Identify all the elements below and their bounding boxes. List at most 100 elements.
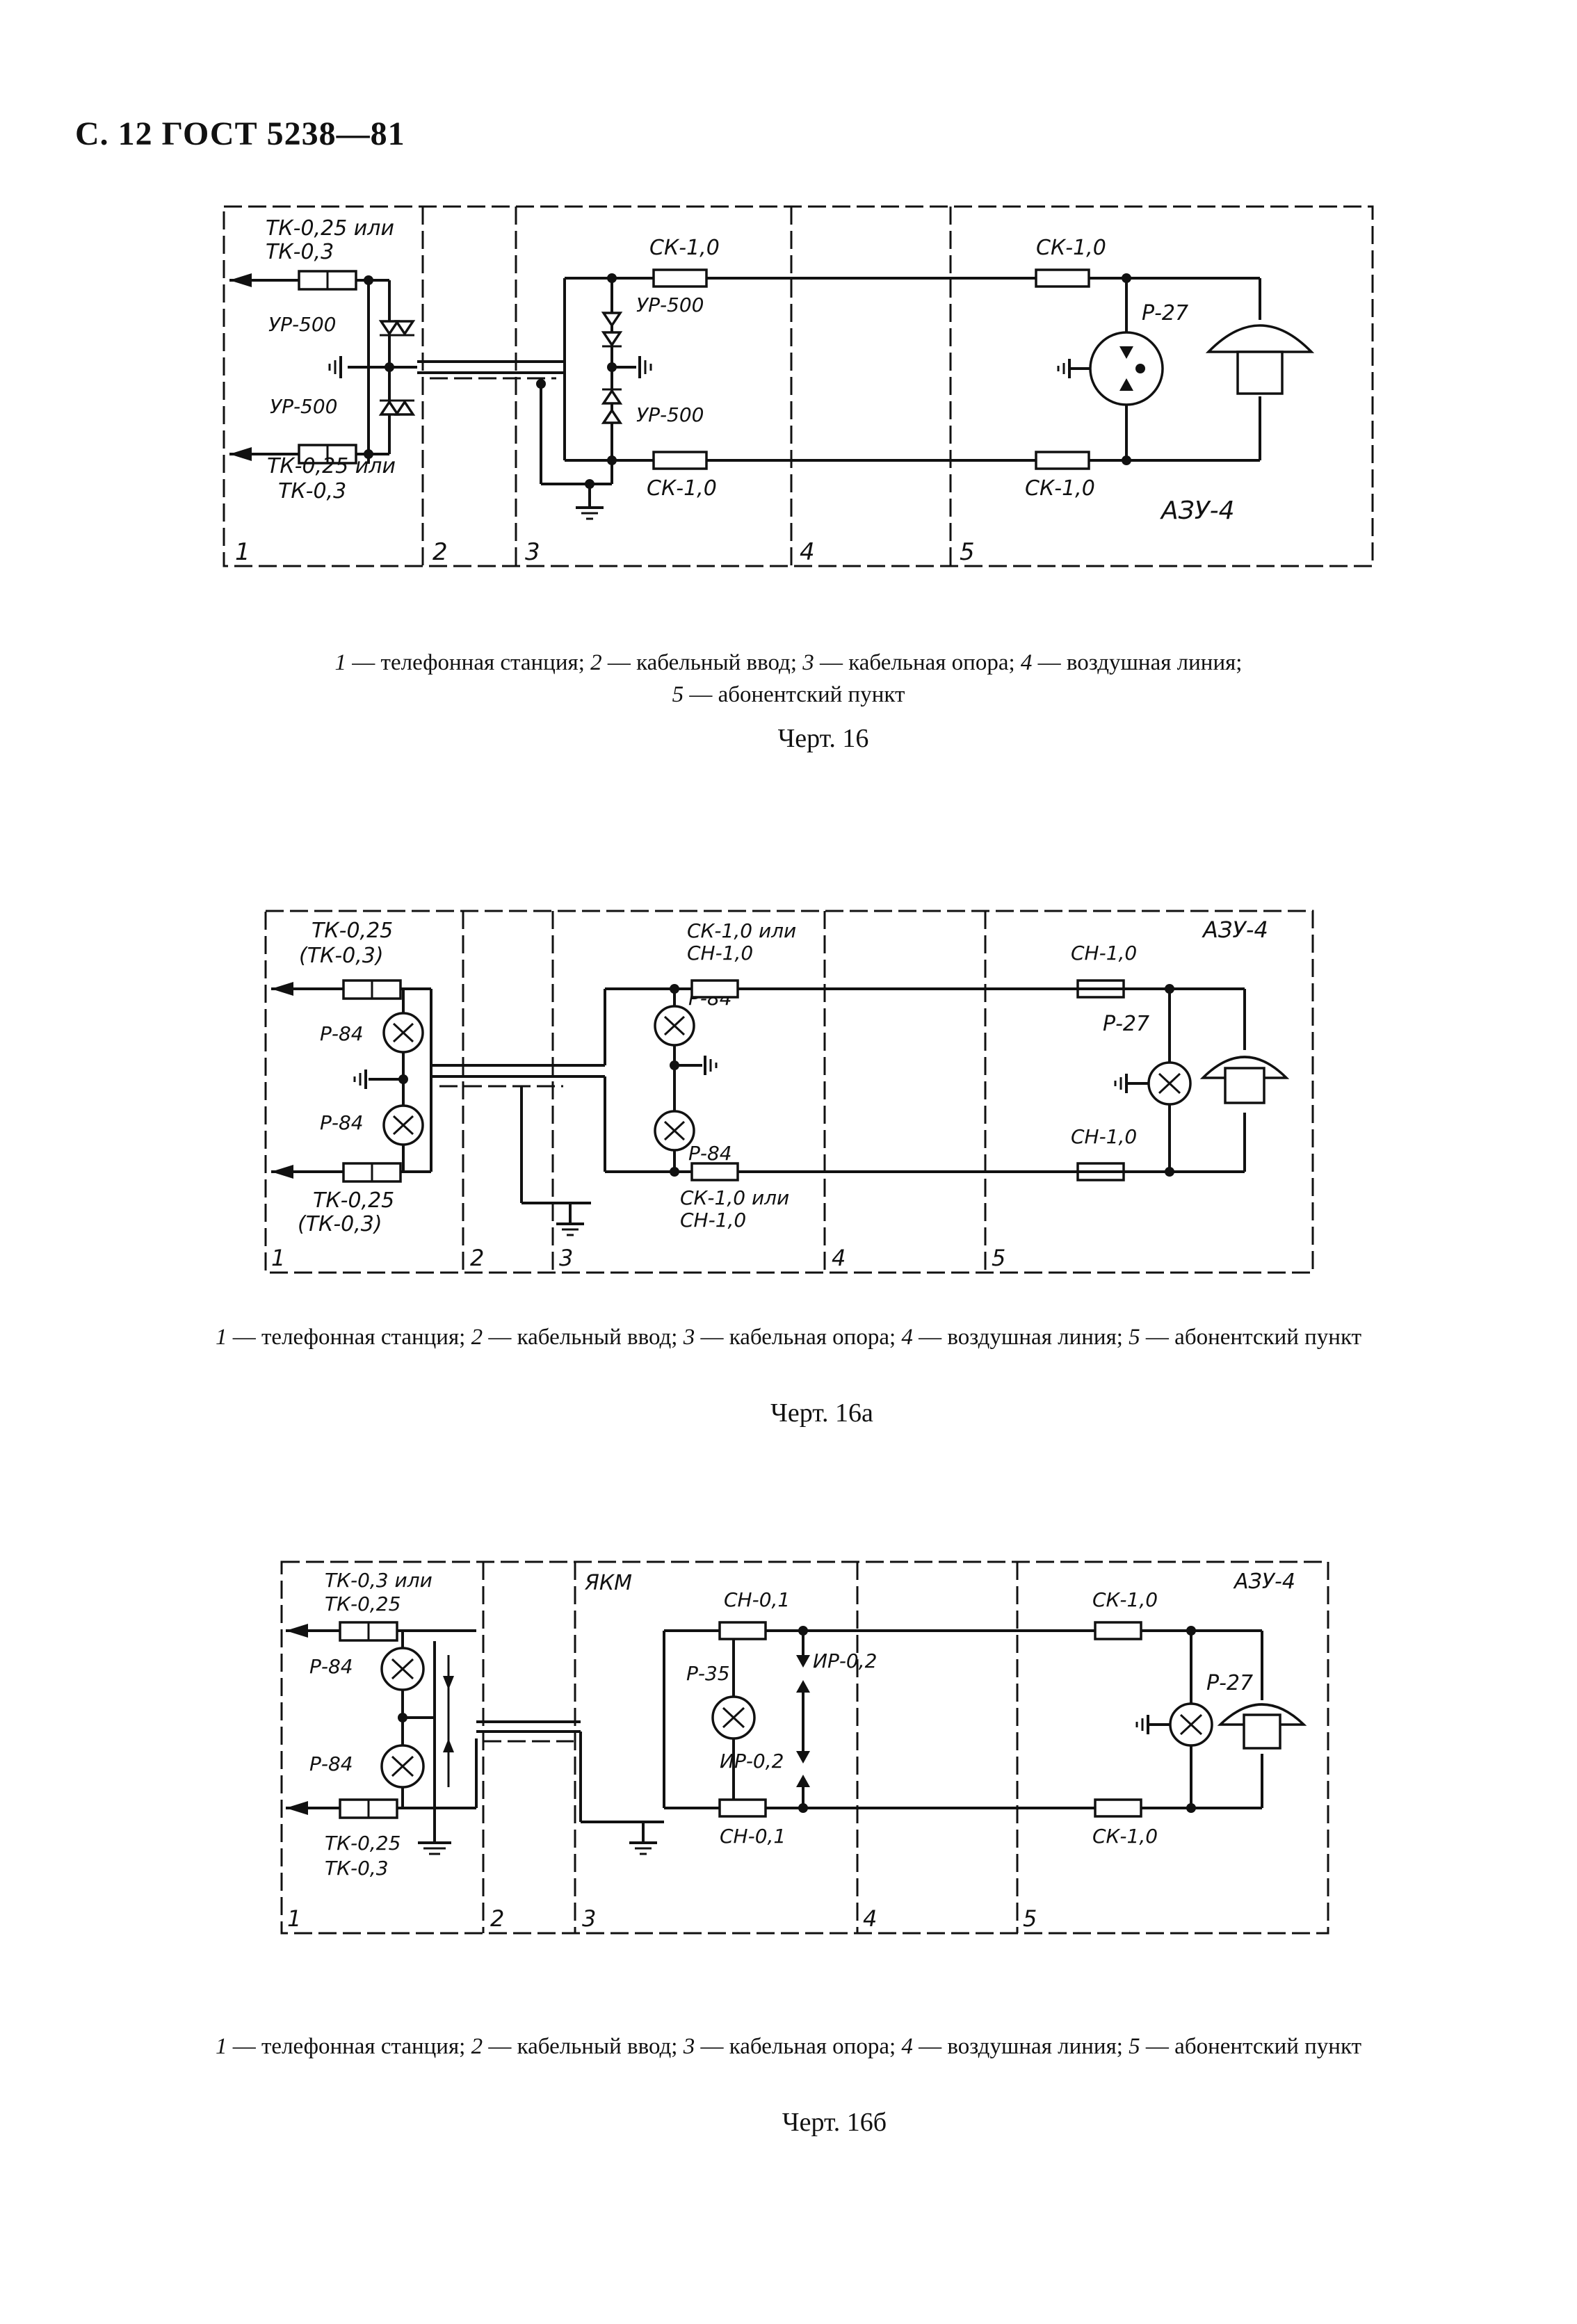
- gap-arrester-icon: [796, 1680, 810, 1693]
- figure-title: Черт. 16б: [782, 2108, 887, 2137]
- label-r27: Р-27: [1206, 1671, 1253, 1695]
- discharger-icon: [378, 399, 401, 416]
- label-tk: ТК-0,25: [312, 919, 393, 943]
- gap-arrester-icon: [796, 1751, 810, 1764]
- arrow-left-icon: [229, 447, 252, 461]
- fuse-icon: [1094, 1798, 1142, 1818]
- label-tk: ТК-0,3: [325, 1857, 389, 1880]
- fuse-icon: [652, 268, 708, 288]
- zone-label: 3: [582, 1905, 596, 1932]
- label-ur: УР-500: [268, 313, 337, 336]
- label-ur: УР-500: [270, 395, 338, 418]
- label-ck: СН-1,0: [680, 1209, 746, 1232]
- zone-label: 2: [490, 1905, 504, 1932]
- label-tk: ТК-0,3: [278, 479, 346, 503]
- zone-label: 4: [800, 538, 815, 566]
- label-r84: Р-84: [688, 1142, 732, 1165]
- label-ck: СК-1,0: [649, 236, 720, 260]
- label-ck: СК-1,0 или: [680, 1186, 789, 1209]
- discharger-icon: [378, 320, 401, 337]
- arrester-r27-icon: [1089, 331, 1164, 406]
- zone-frame: [264, 910, 1314, 1274]
- label-r27: Р-27: [1103, 1012, 1149, 1036]
- fuse-icon: [690, 979, 739, 999]
- zone-label: 1: [235, 538, 250, 566]
- arrow-left-icon: [271, 1165, 293, 1179]
- figure-title: Черт. 16а: [770, 1398, 873, 1428]
- arrow-left-icon: [229, 273, 252, 287]
- discharger-icon: [394, 320, 416, 337]
- zone-label: 5: [960, 538, 975, 566]
- label-r27: Р-27: [1142, 301, 1188, 325]
- label-r84: Р-84: [320, 1022, 364, 1045]
- label-tk: ТК-0,25: [325, 1832, 401, 1855]
- fuse-icon: [718, 1621, 767, 1640]
- arrow-left-icon: [286, 1624, 308, 1638]
- label-r84: Р-84: [309, 1752, 353, 1775]
- fuse-icon: [652, 451, 708, 470]
- label-azu: АЗУ-4: [1202, 917, 1268, 943]
- page-header: С. 12 ГОСТ 5238—81: [75, 115, 405, 152]
- label-azu: АЗУ-4: [1233, 1569, 1295, 1594]
- zone-label: 2: [470, 1245, 484, 1271]
- label-azu: АЗУ-4: [1160, 497, 1235, 525]
- label-ck: СК-1,0: [1092, 1825, 1158, 1848]
- caption-fig16: 1 — телефонная станция; 2 — кабельный вв…: [334, 650, 1243, 707]
- label-cn: СН-0,1: [720, 1825, 786, 1848]
- label-ck: СК-1,0: [647, 476, 717, 501]
- zone-label: 2: [432, 538, 448, 566]
- label-tk: ТК-0,25 или: [266, 216, 394, 241]
- arrow-left-icon: [286, 1801, 308, 1815]
- label-cn: СН-1,0: [1071, 1125, 1137, 1148]
- label-cn: СН-1,0: [1071, 942, 1137, 965]
- caption-fig16a: 1 — телефонная станция; 2 — кабельный вв…: [216, 1325, 1361, 1350]
- discharger-icon: [394, 399, 416, 416]
- figure-16a-scheme: 1 2 3 4 5 ТК-0,25 (ТК-0,3) ТК-0,25 (ТК-0…: [264, 910, 1314, 1274]
- gap-arrester-icon: [796, 1775, 810, 1787]
- label-ck: СК-1,0: [1092, 1588, 1158, 1611]
- label-ur: УР-500: [636, 293, 704, 316]
- label-tk: ТК-0,25: [325, 1592, 401, 1615]
- figure-16b-scheme: 1 2 3 4 5 ТК-0,3 или ТК-0,25 ТК-0,25 ТК-…: [280, 1560, 1329, 1935]
- telephone-icon: [1205, 324, 1315, 353]
- figure-16-scheme: 1 2 3 4 5 ТК-0,25 или ТК-0,3 ТК-0,25 или…: [223, 205, 1374, 567]
- label-tk: ТК-0,3: [266, 240, 334, 264]
- discharger-icon: [601, 388, 623, 405]
- label-ir: ИР-0,2: [720, 1750, 784, 1773]
- label-r35: Р-35: [686, 1662, 730, 1685]
- label-tk: ТК-0,25: [313, 1188, 394, 1213]
- label-ir: ИР-0,2: [813, 1649, 877, 1672]
- fuse-icon: [1094, 1621, 1142, 1640]
- fuse-icon: [1035, 451, 1090, 470]
- caption-fig16b: 1 — телефонная станция; 2 — кабельный вв…: [216, 2034, 1361, 2059]
- zone-label: 3: [525, 538, 540, 566]
- figure-title: Черт. 16: [777, 724, 869, 753]
- zone-label: 1: [271, 1245, 285, 1271]
- label-tk: (ТК-0,3): [298, 1212, 382, 1236]
- label-ck: СК-1,0: [1036, 236, 1106, 260]
- label-r84: Р-84: [320, 1111, 364, 1134]
- label-ck: СК-1,0 или: [687, 919, 796, 942]
- discharger-icon: [601, 331, 623, 348]
- zone-label: 3: [559, 1245, 573, 1271]
- zone-label: 5: [1023, 1905, 1037, 1932]
- label-cn: СН-0,1: [724, 1588, 790, 1611]
- fuse-icon: [718, 1798, 767, 1818]
- label-ykm: ЯКМ: [584, 1571, 632, 1595]
- label-tk: ТК-0,25 или: [267, 454, 396, 478]
- label-tk: ТК-0,3 или: [325, 1569, 432, 1592]
- arrow-left-icon: [271, 982, 293, 996]
- zone-label: 4: [863, 1905, 877, 1932]
- discharger-icon: [601, 312, 623, 328]
- discharger-icon: [601, 407, 623, 424]
- label-ck: СН-1,0: [687, 942, 753, 965]
- zone-frame: [223, 205, 1374, 567]
- zone-label: 1: [287, 1905, 301, 1932]
- zone-label: 4: [832, 1245, 846, 1271]
- zone-frame: [280, 1560, 1329, 1935]
- label-r84: Р-84: [309, 1655, 353, 1678]
- label-ur: УР-500: [636, 403, 704, 426]
- label-ck: СК-1,0: [1025, 476, 1095, 501]
- label-tk: (ТК-0,3): [299, 944, 384, 968]
- fuse-icon: [690, 1162, 739, 1181]
